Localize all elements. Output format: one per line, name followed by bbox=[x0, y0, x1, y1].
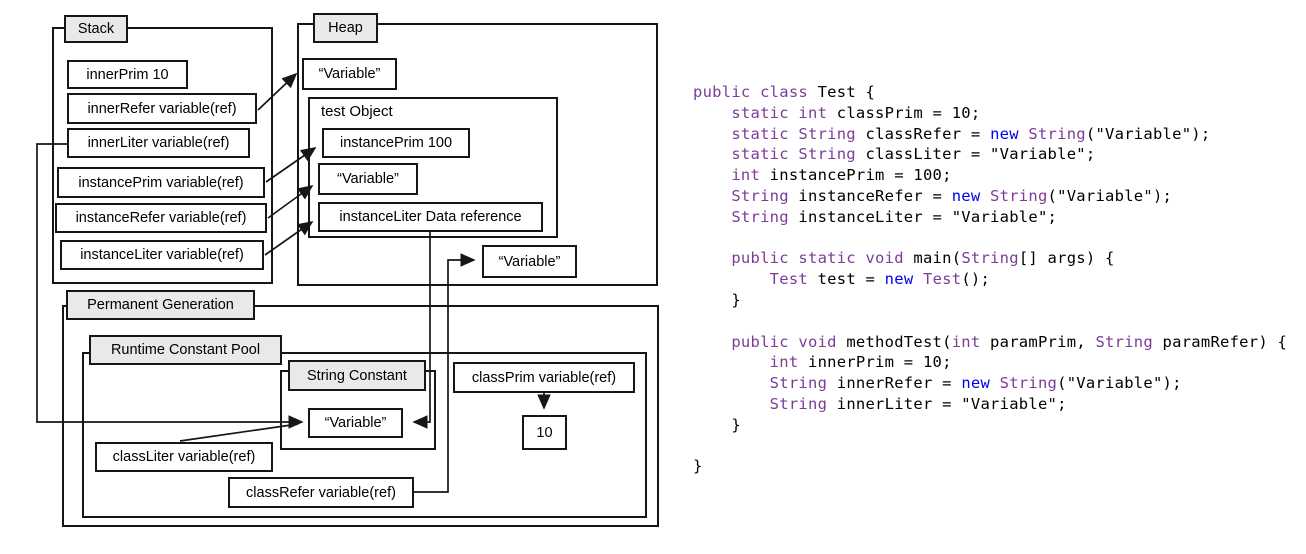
code-line-19: } bbox=[693, 457, 703, 476]
code-line-15: String innerRefer = new String("Variable… bbox=[769, 374, 1182, 393]
stack-inner-prim-box: innerPrim 10 bbox=[67, 60, 188, 89]
java-code-panel: public class Test { static int classPrim… bbox=[693, 82, 1287, 477]
memory-diagram: Stack Heap Permanent Generation Runtime … bbox=[36, 13, 659, 527]
heap-instance-prim-box: instancePrim 100 bbox=[322, 128, 470, 158]
code-line-18 bbox=[693, 436, 1287, 457]
heap-instance-liter-box: instanceLiter Data reference bbox=[318, 202, 543, 232]
code-line-2: static int classPrim = 10; bbox=[731, 103, 981, 122]
code-line-10: Test test = new Test(); bbox=[769, 270, 991, 289]
code-line-12 bbox=[693, 311, 1287, 332]
code-line-9: public static void main(String[] args) { bbox=[731, 249, 1115, 268]
code-line-13: public void methodTest(int paramPrim, St… bbox=[731, 332, 1288, 351]
heap-variable-bottom-box: “Variable” bbox=[482, 245, 577, 278]
string-constant-label: String Constant bbox=[288, 360, 426, 391]
class-refer-box: classRefer variable(ref) bbox=[228, 477, 414, 508]
ten-value-box: 10 bbox=[522, 415, 567, 450]
runtime-constant-pool-container bbox=[82, 352, 647, 518]
code-line-17: } bbox=[693, 415, 741, 434]
stack-instance-refer-box: instanceRefer variable(ref) bbox=[55, 203, 267, 233]
stack-instance-prim-box: instancePrim variable(ref) bbox=[57, 167, 265, 198]
code-line-5: int instancePrim = 100; bbox=[731, 166, 952, 185]
stack-inner-liter-box: innerLiter variable(ref) bbox=[67, 128, 250, 158]
class-liter-box: classLiter variable(ref) bbox=[95, 442, 273, 472]
stack-instance-liter-box: instanceLiter variable(ref) bbox=[60, 240, 264, 270]
heap-variable-mid-box: “Variable” bbox=[318, 163, 418, 195]
code-line-14: int innerPrim = 10; bbox=[769, 353, 952, 372]
code-line-8 bbox=[693, 228, 1287, 249]
string-constant-variable-box: “Variable” bbox=[308, 408, 403, 438]
permanent-generation-label: Permanent Generation bbox=[66, 290, 255, 320]
code-line-16: String innerLiter = "Variable"; bbox=[769, 394, 1067, 413]
runtime-constant-pool-label: Runtime Constant Pool bbox=[89, 335, 282, 365]
code-line-1: public class Test { bbox=[693, 83, 876, 101]
code-line-11: } bbox=[693, 290, 741, 309]
code-line-7: String instanceLiter = "Variable"; bbox=[731, 207, 1058, 226]
stack-label: Stack bbox=[64, 15, 128, 43]
code-line-3: static String classRefer = new String("V… bbox=[731, 124, 1211, 143]
code-line-6: String instanceRefer = new String("Varia… bbox=[731, 186, 1173, 205]
heap-variable-top-box: “Variable” bbox=[302, 58, 397, 90]
stack-inner-refer-box: innerRefer variable(ref) bbox=[67, 93, 257, 124]
test-object-title: test Object bbox=[321, 103, 393, 120]
heap-label: Heap bbox=[313, 13, 378, 43]
class-prim-box: classPrim variable(ref) bbox=[453, 362, 635, 393]
code-line-4: static String classLiter = "Variable"; bbox=[731, 145, 1096, 164]
